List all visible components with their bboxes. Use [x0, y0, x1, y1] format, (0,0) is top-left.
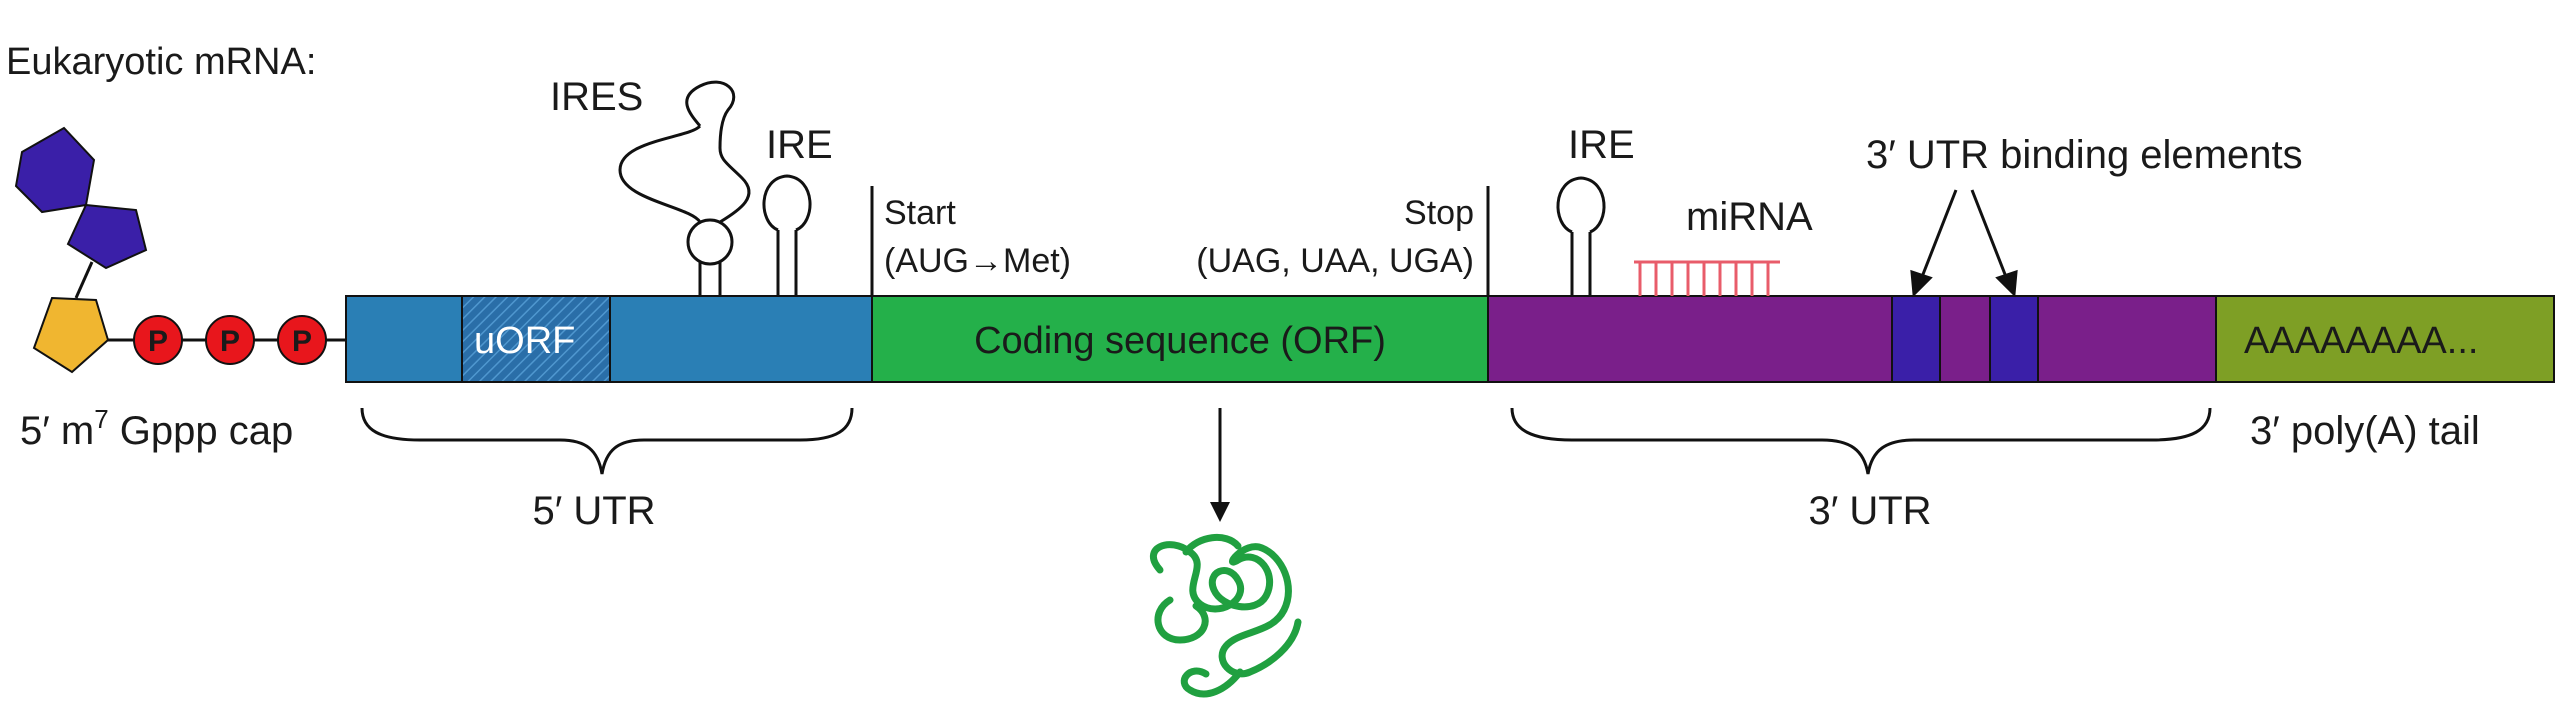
cap-structure: P P P 5′ m7 Gppp cap — [14, 126, 348, 453]
start-label-line2: (AUG→Met) — [884, 242, 1071, 280]
brace-5utr — [360, 407, 854, 475]
mirna-label: miRNA — [1686, 195, 1813, 239]
start-label-line1: Start — [884, 194, 956, 232]
segment-uorf — [461, 295, 611, 383]
svg-text:P: P — [292, 325, 312, 358]
svg-text:P: P — [220, 325, 240, 358]
coding-label: Coding sequence (ORF) — [974, 320, 1386, 362]
uorf-label: uORF — [474, 320, 575, 362]
ires-label: IRES — [550, 75, 643, 119]
svg-text:P: P — [148, 325, 168, 358]
ire-right-hairpin — [1556, 176, 1606, 296]
segment-coding — [871, 295, 1489, 383]
utr3-label: 3′ UTR — [1808, 489, 1931, 533]
polya-tail-label: 3′ poly(A) tail — [2250, 409, 2480, 453]
ires-structure — [618, 80, 751, 296]
binding-elements-label: 3′ UTR binding elements — [1866, 133, 2303, 177]
cap-base-pentagon — [66, 203, 148, 270]
stop-label-line1: Stop — [1404, 194, 1474, 232]
binding-element-2 — [1989, 295, 2039, 383]
ire-left-hairpin — [762, 174, 812, 296]
mirna-strand — [1634, 260, 1780, 296]
ire-right-label: IRE — [1568, 123, 1635, 167]
phosphate-2: P — [205, 315, 255, 365]
translation-arrow — [1210, 408, 1230, 522]
stop-label-line2: (UAG, UAA, UGA) — [1196, 242, 1474, 280]
phosphate-3: P — [277, 315, 327, 365]
phosphate-1: P — [133, 315, 183, 365]
cap-label: 5′ m7 Gppp cap — [20, 404, 293, 453]
cap-base-hexagon — [14, 126, 96, 214]
segment-polya — [2215, 295, 2555, 383]
diagram-title: Eukaryotic mRNA: — [6, 41, 316, 83]
cap-ribose-pentagon — [32, 296, 110, 374]
polya-label: AAAAAAAA... — [2244, 320, 2478, 362]
segment-3utr — [1487, 295, 2217, 383]
brace-3utr — [1510, 407, 2212, 475]
binding-arrows — [1910, 189, 2018, 298]
protein-icon — [1150, 533, 1302, 698]
binding-element-1 — [1891, 295, 1941, 383]
ire-left-label: IRE — [766, 123, 833, 167]
utr5-label: 5′ UTR — [532, 489, 655, 533]
